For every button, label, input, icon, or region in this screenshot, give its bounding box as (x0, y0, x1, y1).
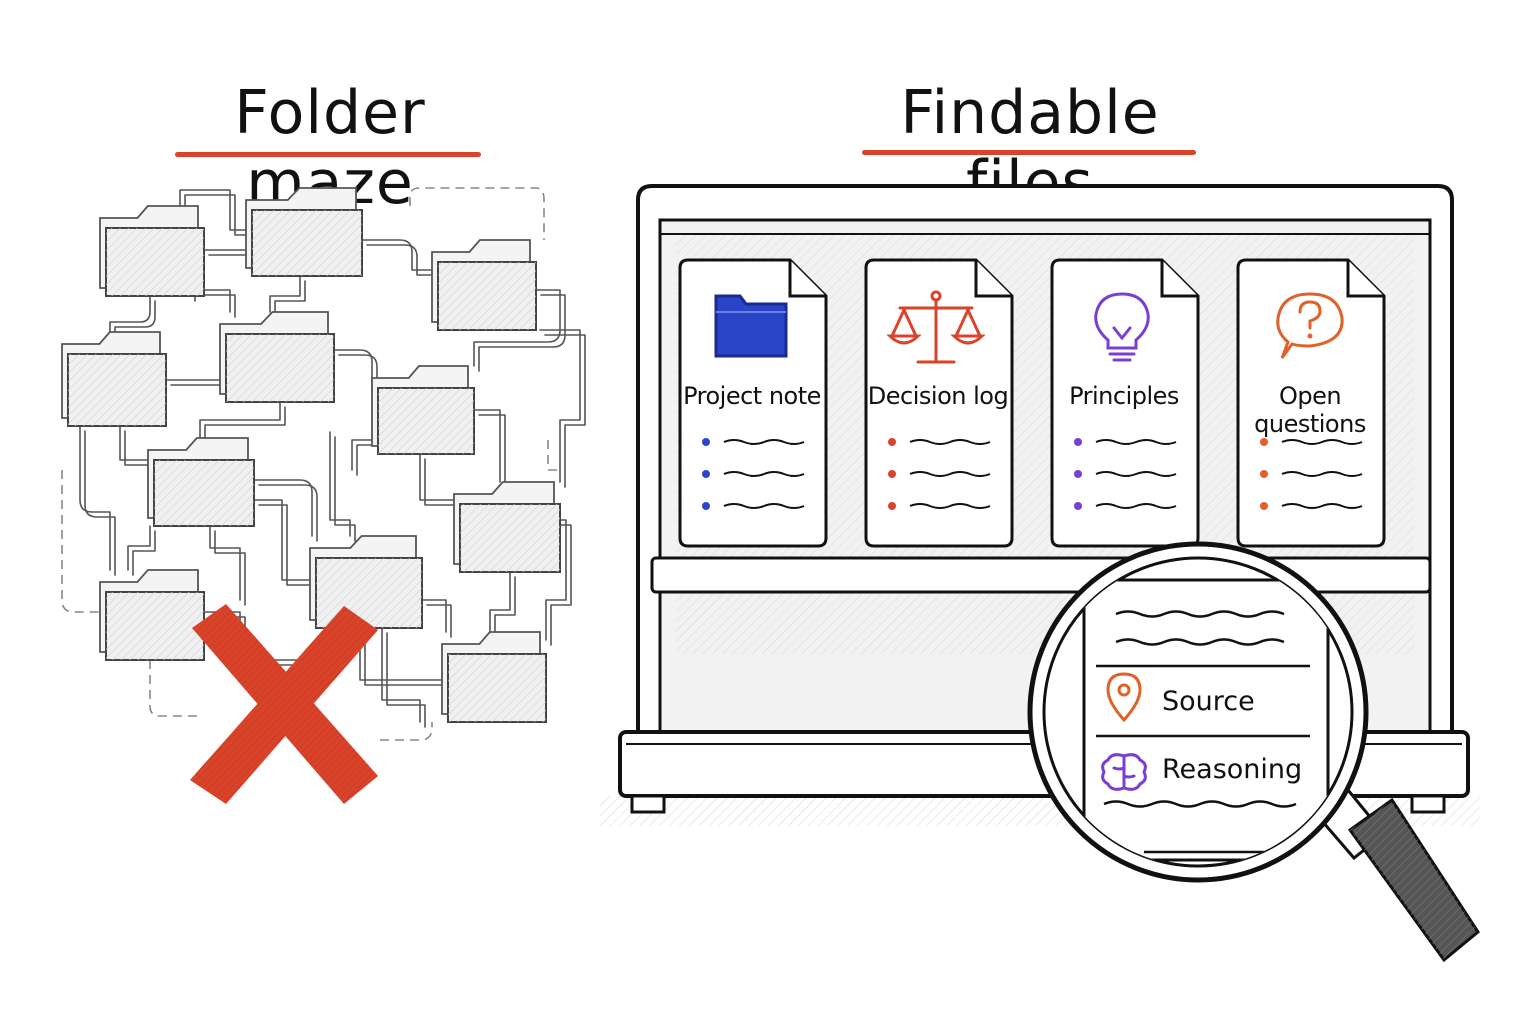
folder-icon (431, 239, 537, 331)
connector-line (333, 349, 373, 391)
folder-icon (99, 569, 205, 661)
connector-line (209, 525, 241, 601)
dashed-connector-line (61, 470, 100, 613)
connector-line (84, 430, 116, 576)
connector-line (258, 484, 318, 542)
folder-maze-illustration (61, 187, 586, 804)
folder-icon (371, 365, 475, 455)
connector-line (366, 244, 438, 276)
connector-line (386, 632, 426, 728)
connector-line (494, 576, 516, 638)
bullet-lines (1260, 438, 1363, 510)
magnifier-row-reasoning: Reasoning (1162, 754, 1303, 785)
lightbulb-icon (1094, 292, 1150, 362)
card-label: Principles (1069, 382, 1179, 410)
findable-files-underline (862, 150, 1196, 155)
dashed-connector-line (547, 440, 560, 471)
card-label: Project note (683, 382, 821, 410)
dashed-connector-line (409, 187, 545, 240)
connector-line (127, 525, 151, 571)
folder-icon (309, 535, 423, 629)
connector-line (489, 571, 511, 633)
connector-line (338, 354, 378, 396)
card-open-questions[interactable]: Open questions (1236, 258, 1386, 548)
folder-icon (99, 205, 205, 297)
connector-line (478, 414, 506, 488)
card-principles[interactable]: Principles (1050, 258, 1200, 548)
connector-line (426, 604, 452, 638)
connector-line (364, 632, 448, 686)
connector-line (334, 436, 356, 542)
brain-icon (1101, 753, 1147, 791)
connector-line (214, 530, 246, 606)
bullet-lines (888, 438, 991, 510)
connector-line (421, 599, 447, 633)
connector-line (473, 409, 501, 483)
dashed-connector-line (380, 722, 433, 741)
folder-icon (219, 311, 335, 403)
connector-line (114, 300, 156, 338)
connector-line (132, 530, 156, 576)
connector-line (544, 334, 586, 488)
magnifier-row-source: Source (1162, 686, 1255, 717)
connector-line (424, 458, 460, 506)
connector-line (124, 430, 154, 466)
cross-mark-icon (190, 604, 378, 804)
connector-line (253, 479, 313, 537)
document-page-icon (1236, 258, 1386, 548)
folder-icon (453, 481, 561, 573)
connector-line (109, 295, 151, 333)
location-pin-icon (1106, 672, 1142, 723)
folder-icon (245, 187, 363, 277)
connector-line (381, 627, 421, 723)
card-project-note[interactable]: Project note (678, 258, 828, 548)
connector-line (253, 499, 311, 581)
folder-icon (441, 631, 547, 723)
document-page-icon (864, 258, 1014, 548)
dashed-connector-paths (61, 187, 560, 741)
folder-icon (714, 294, 788, 358)
connector-line (184, 194, 252, 236)
card-label: Open questions (1254, 382, 1366, 438)
folder-icon (147, 437, 255, 527)
scales-icon (886, 290, 986, 364)
connector-line (544, 524, 572, 646)
magnifier-handle (1313, 787, 1480, 963)
connector-line (361, 239, 433, 271)
bullet-lines (702, 438, 805, 510)
connector-line (329, 431, 351, 537)
connector-line (419, 453, 455, 501)
card-label: Decision log (867, 382, 1009, 410)
connector-line (274, 280, 306, 318)
connector-line (199, 401, 281, 439)
question-bubble-icon (1276, 292, 1344, 359)
connector-line (539, 329, 581, 483)
folder-maze-underline (175, 152, 481, 157)
connector-line (204, 406, 286, 444)
card-decision-log[interactable]: Decision log (864, 258, 1014, 548)
bullet-lines (1074, 438, 1177, 510)
folder-maze-title: Folder maze (234, 78, 426, 218)
connector-line (194, 294, 236, 318)
folder-icons (61, 187, 561, 723)
connector-line (269, 275, 301, 313)
connector-line (119, 425, 149, 461)
connector-line (258, 504, 316, 586)
connector-line (79, 425, 111, 571)
folder-icon (61, 331, 167, 427)
document-page-icon (1050, 258, 1200, 548)
dashed-connector-line (149, 660, 200, 717)
